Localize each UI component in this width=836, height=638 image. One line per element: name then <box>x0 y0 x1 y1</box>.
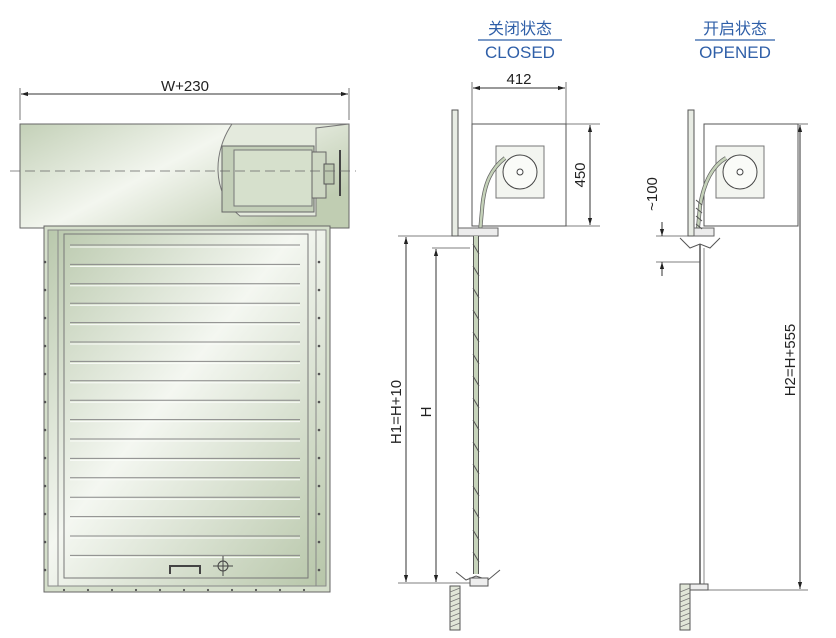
closed-title-cn: 关闭状态 <box>488 19 552 38</box>
handle-icon <box>169 565 201 574</box>
h2-label: H2=H+555 <box>782 324 799 397</box>
curtain-slats <box>70 244 300 558</box>
clearance-label: ~100 <box>644 177 661 211</box>
opened-section: 开启状态 OPENED ~100 H2=H+555 <box>644 19 808 631</box>
curtain-frame <box>43 225 331 593</box>
width-dimension: W+230 <box>19 78 350 120</box>
opened-title-cn: 开启状态 <box>703 19 767 38</box>
floor-hatch <box>679 587 691 628</box>
curtain-links <box>695 199 703 230</box>
closed-section: 关闭状态 CLOSED 412 450 <box>388 19 600 631</box>
closed-title-en: CLOSED <box>485 43 555 62</box>
roller-box <box>10 123 356 229</box>
lock-icon <box>213 556 233 576</box>
front-view: W+230 <box>10 78 356 593</box>
h1-label: H1=H+10 <box>388 380 405 444</box>
box-height-label: 450 <box>572 162 589 187</box>
h-label: H <box>418 407 435 418</box>
opened-title-en: OPENED <box>699 43 771 62</box>
side-rivets <box>43 260 321 592</box>
floor-hatch <box>449 587 461 628</box>
box-depth-label: 412 <box>506 71 531 88</box>
curtain-links <box>472 243 480 563</box>
width-label: W+230 <box>161 78 209 95</box>
